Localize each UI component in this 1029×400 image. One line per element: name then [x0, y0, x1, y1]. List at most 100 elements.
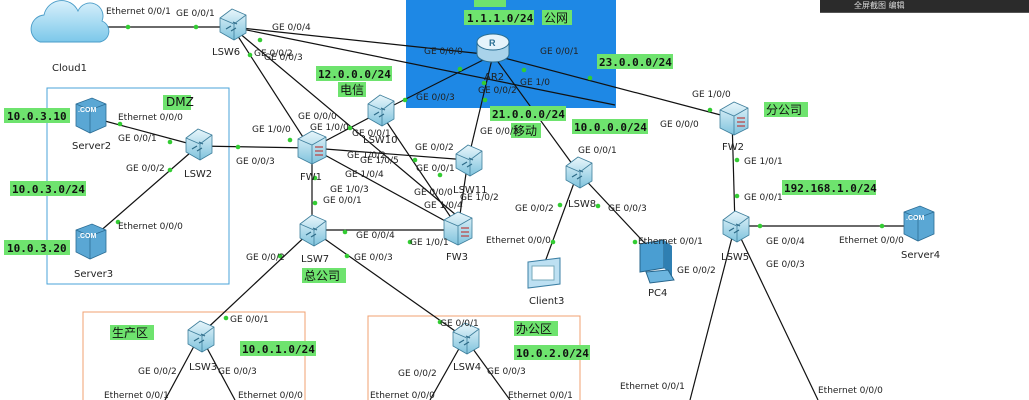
net-labels: 1.1.1.0/24 公网 12.0.0.0/24 电信 21.0.0.0/24…: [4, 0, 877, 360]
port-label: GE 0/0/1: [176, 9, 215, 19]
port-label: GE 0/0/3: [218, 367, 257, 377]
dianxin-net-label: 12.0.0.0/24: [318, 68, 391, 81]
lsw3-icon[interactable]: [187, 320, 215, 353]
port-label: GE 1/0/0: [692, 90, 731, 100]
port-label: GE 0/0/3: [487, 367, 526, 377]
port-label: GE 0/0/3: [480, 127, 519, 137]
port-label: GE 0/0/0: [298, 112, 337, 122]
toolbar-text: 全屏截图 编辑: [854, 1, 905, 10]
lan-10-label: 10.0.0.0/24: [574, 121, 647, 134]
port-label: Ethernet 0/0/1: [638, 237, 703, 247]
server3-icon[interactable]: .COM: [75, 223, 107, 260]
port-label: Ethernet 0/0/1: [620, 382, 685, 392]
lsw5-label: LSW5: [721, 252, 749, 263]
port-label: GE 0/0/1: [323, 196, 362, 206]
pc4-label: PC4: [648, 288, 667, 299]
lsw5-icon[interactable]: [722, 210, 750, 243]
port-label: Ethernet 0/0/1: [508, 391, 573, 400]
port-label: GE 1/0/2: [347, 151, 386, 161]
port-label: GE 0/0/0: [424, 47, 463, 57]
fw2-label: FW2: [722, 142, 744, 153]
lsw10-label: LSW10: [363, 135, 398, 146]
lsw2-icon[interactable]: [185, 128, 213, 161]
lsw3-label: LSW3: [189, 362, 217, 373]
port-labels: Ethernet 0/0/1 GE 0/0/1 GE 0/0/4 GE 0/0/…: [104, 7, 904, 400]
port-label: GE 0/0/2: [478, 86, 517, 96]
port-label: Ethernet 0/0/0: [486, 236, 551, 246]
port-label: Ethernet 0/0/0: [238, 391, 303, 400]
cloud1-label: Cloud1: [52, 63, 87, 74]
port-dots: [115, 24, 885, 325]
server2-ip-label: 10.0.3.10: [7, 110, 67, 123]
port-label: GE 1/0/1: [744, 157, 783, 167]
client3-label: Client3: [529, 296, 564, 307]
port-label: GE 0/0/2: [246, 253, 285, 263]
port-label: Ethernet 0/0/1: [106, 7, 171, 17]
port-label: GE 1/0/4: [424, 201, 463, 211]
server4-label: Server4: [901, 250, 940, 261]
wan-23-label: 23.0.0.0/24: [599, 56, 672, 69]
client-icon[interactable]: [527, 257, 561, 289]
router-glyph: R: [489, 38, 496, 48]
port-label: GE 0/0/2: [398, 369, 437, 379]
lsw7-label: LSW7: [301, 254, 329, 265]
port-label: GE 0/0/2: [126, 164, 165, 174]
port-label: GE 1/0/5: [360, 156, 399, 166]
port-label: GE 0/0/2: [254, 49, 293, 59]
yidong-label: 移动: [513, 124, 537, 138]
port-label: Ethernet 0/0/0: [118, 222, 183, 232]
pc-icon[interactable]: [639, 239, 675, 284]
port-label: Ethernet 0/0/1: [104, 391, 169, 400]
port-label: GE 1/0/2: [460, 193, 499, 203]
port-label: GE 0/0/1: [440, 319, 479, 329]
fw3-label: FW3: [446, 252, 468, 263]
lsw8-label: LSW8: [568, 199, 596, 210]
server4-icon[interactable]: .COM: [903, 205, 935, 242]
fw1-label: FW1: [300, 172, 322, 183]
port-label: Ethernet 0/0/0: [818, 386, 883, 396]
port-label: GE 0/0/4: [272, 23, 311, 33]
port-label: GE 1/0/1: [410, 238, 449, 248]
lsw6-label: LSW6: [212, 47, 240, 58]
branch-lan-label: 192.168.1.0/24: [784, 182, 877, 195]
port-label: GE 0/0/3: [416, 93, 455, 103]
port-label: GE 0/0/1: [416, 164, 455, 174]
yidong-net-label: 21.0.0.0/24: [492, 108, 565, 121]
port-label: GE 1/0/0: [252, 125, 291, 135]
lsw6-icon[interactable]: [219, 8, 247, 41]
office-net-label: 10.0.2.0/24: [516, 347, 589, 360]
server2-label: Server2: [72, 141, 111, 152]
lsw10-icon[interactable]: [367, 94, 395, 127]
cloud-icon[interactable]: [30, 0, 110, 43]
isp-net-label: 1.1.1.0/24: [467, 12, 534, 25]
lsw7-icon[interactable]: [299, 214, 327, 247]
port-label: GE 1/0/0: [310, 123, 349, 133]
production-zone: [82, 311, 306, 400]
hq-label: 总公司: [304, 269, 340, 283]
branch-label: 分公司: [766, 103, 802, 117]
port-label: GE 0/0/1: [352, 129, 391, 139]
lsw11-icon[interactable]: [455, 144, 483, 177]
port-label: GE 0/0/2: [415, 143, 454, 153]
port-label: GE 1/0: [520, 78, 550, 88]
server2-icon[interactable]: .COM: [75, 97, 107, 134]
port-label: GE 0/0/3: [766, 260, 805, 270]
port-label: GE 1/0/4: [345, 170, 384, 180]
dmz-label: DMZ: [166, 95, 194, 109]
router-icon[interactable]: R: [476, 33, 510, 63]
ar2-label: AR2: [484, 72, 504, 83]
dmz-net-label: 10.0.3.0/24: [12, 183, 85, 196]
office-label: 办公区: [516, 321, 552, 336]
port-label: GE 0/0/1: [744, 193, 783, 203]
lsw2-label: LSW2: [184, 169, 212, 180]
port-label: GE 0/0/1: [540, 47, 579, 57]
prod-net-label: 10.0.1.0/24: [242, 343, 315, 356]
screenshot-toolbar: 全屏截图 编辑: [820, 0, 1029, 13]
fw2-icon[interactable]: [719, 101, 749, 136]
prod-label: 生产区: [112, 326, 148, 340]
port-label: GE 0/0/3: [354, 253, 393, 263]
port-label: GE 0/0/1: [578, 146, 617, 156]
port-label: Ethernet 0/0/0: [839, 236, 904, 246]
port-label: GE 0/0/1: [230, 315, 269, 325]
